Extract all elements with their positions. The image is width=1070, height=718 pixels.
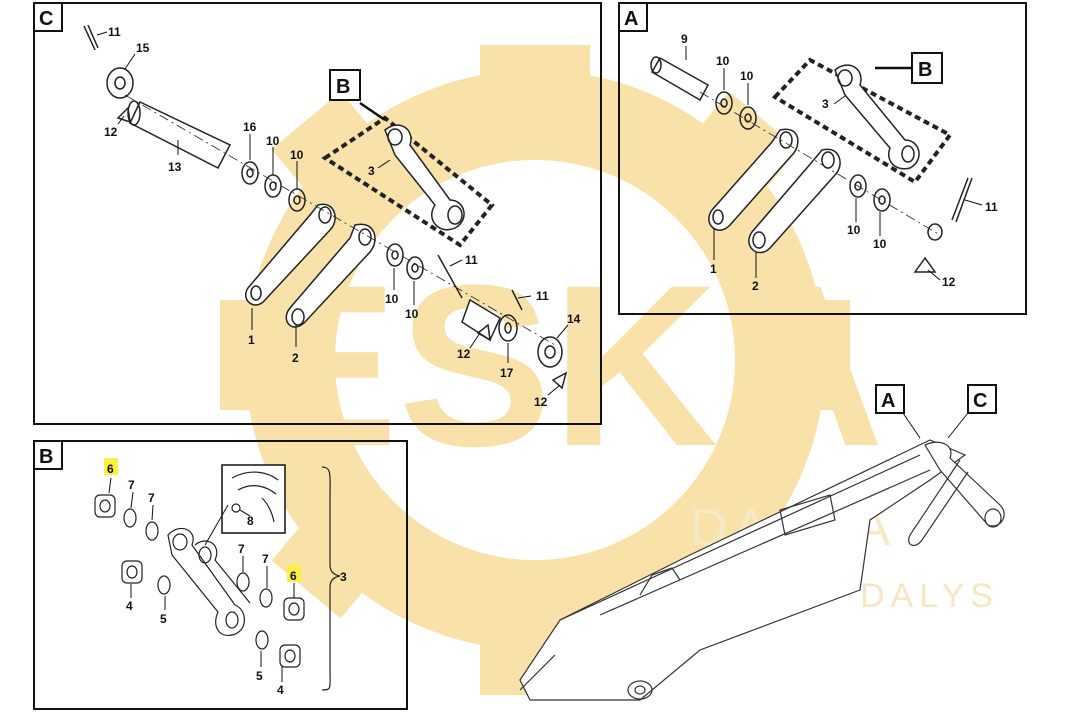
callout: 4	[126, 599, 133, 613]
panel-c-callouts: 11 15 12 13 16 10 10 3 1 2 10 10 11 11 1…	[104, 25, 581, 409]
callout: 4	[277, 683, 284, 697]
boom-overview: A C	[519, 384, 1005, 701]
callout: 12	[457, 347, 471, 361]
callout: 7	[238, 542, 245, 556]
overview-c-label: C	[973, 390, 987, 412]
overview-a-label: A	[881, 390, 895, 412]
panel-a: A	[618, 2, 1027, 315]
callout: 7	[128, 478, 135, 492]
callout: 14	[567, 312, 581, 326]
panel-b-callouts: 6 7 7 8 4 5 7 7 6 5 4 3	[104, 458, 347, 697]
watermark-sub2: DALYS	[860, 577, 999, 615]
panel-c: C	[33, 2, 602, 425]
callout: 6	[107, 462, 114, 476]
callout: 10	[873, 237, 887, 251]
callout: 9	[681, 32, 688, 46]
callout: 1	[248, 333, 255, 347]
panel-b-drawing	[94, 466, 341, 691]
callout: 12	[942, 275, 956, 289]
callout: 10	[405, 307, 419, 321]
callout: 7	[148, 491, 155, 505]
panel-c-leaders	[96, 31, 569, 396]
panel-c-b-ref: B	[336, 76, 350, 98]
callout: 17	[500, 366, 514, 380]
panel-a-callouts: 9 10 10 3 1 2 10 10 11 12	[681, 32, 998, 293]
callout: 16	[243, 120, 257, 134]
callout: 8	[247, 514, 254, 528]
callout: 15	[136, 41, 150, 55]
panel-c-drawing	[83, 24, 568, 390]
watermark-brand: ESKA	[245, 237, 884, 494]
callout: 13	[168, 160, 182, 174]
callout: 10	[385, 292, 399, 306]
callout-group: 3	[340, 570, 347, 584]
panel-b-label: B	[39, 446, 53, 468]
panel-a-label: A	[624, 8, 638, 30]
callout: 10	[716, 54, 730, 68]
panel-b: B	[33, 440, 408, 710]
callout: 1	[710, 262, 717, 276]
panel-a-leaders	[685, 46, 983, 281]
callout: 6	[290, 569, 297, 583]
callout: 12	[104, 125, 118, 139]
callout: 10	[266, 134, 280, 148]
panel-a-drawing	[650, 56, 973, 273]
callout: 2	[292, 351, 299, 365]
highlight-6-right	[287, 565, 301, 582]
callout: 2	[752, 279, 759, 293]
callout: 7	[262, 552, 269, 566]
callout: 5	[256, 669, 263, 683]
callout: 3	[822, 97, 829, 111]
callout: 11	[465, 253, 478, 267]
callout: 3	[368, 164, 375, 178]
callout: 10	[847, 223, 861, 237]
callout: 10	[290, 148, 304, 162]
highlight-6-top	[104, 458, 118, 475]
callout: 11	[985, 200, 998, 214]
callout: 5	[160, 612, 167, 626]
panel-c-label: C	[39, 8, 53, 30]
panel-a-b-ref: B	[918, 59, 932, 81]
callout: 10	[740, 69, 754, 83]
callout: 12	[534, 395, 548, 409]
panel-b-leaders	[108, 477, 295, 682]
callout: 11	[536, 289, 549, 303]
callout: 11	[108, 25, 121, 39]
